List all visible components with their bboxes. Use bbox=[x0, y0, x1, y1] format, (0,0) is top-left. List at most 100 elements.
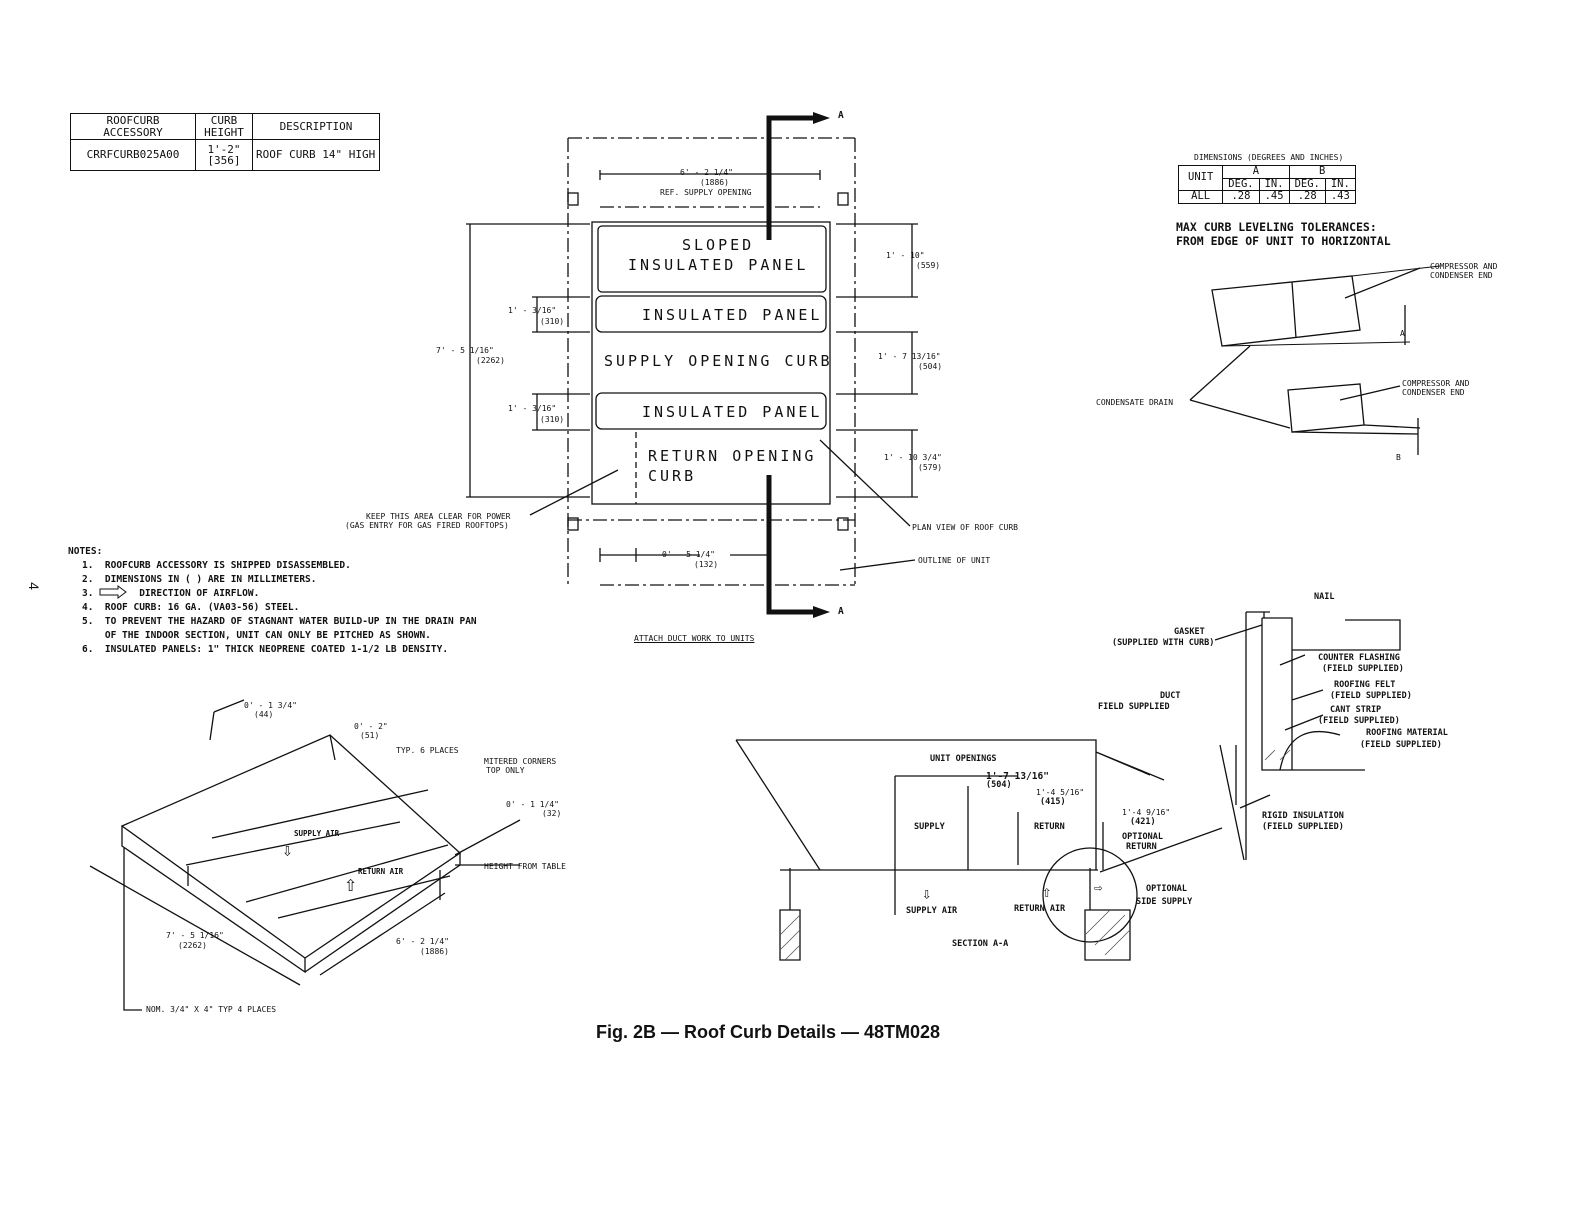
det-felt-2: (FIELD SUPPLIED) bbox=[1330, 691, 1412, 701]
dim-left-total-1: 7' - 5 1/16" bbox=[436, 346, 494, 355]
tol-sub-deg-b: DEG. bbox=[1288, 177, 1326, 192]
iso-d3b: (32) bbox=[542, 809, 562, 818]
dim-left-p1-2: (310) bbox=[540, 317, 565, 326]
sec-d3a: 1'-4 9/16" bbox=[1122, 808, 1171, 817]
tol-row-a-deg: .28 bbox=[1222, 190, 1260, 204]
det-cant-2: (FIELD SUPPLIED) bbox=[1318, 716, 1400, 726]
tol-row-unit: ALL bbox=[1177, 190, 1224, 204]
dim-right-2b: (504) bbox=[918, 362, 943, 371]
plan-view-label: PLAN VIEW OF ROOF CURB bbox=[912, 523, 1018, 532]
dim-left-p2-1: 1' - 3/16" bbox=[508, 404, 557, 413]
panel-insulated-1: INSULATED PANEL bbox=[642, 306, 823, 324]
iso-return-air: RETURN AIR bbox=[358, 867, 404, 876]
det-roofing-2: (FIELD SUPPLIED) bbox=[1360, 740, 1442, 750]
note-6: 6. INSULATED PANELS: 1" THICK NEOPRENE C… bbox=[82, 644, 449, 655]
sec-d1b: (504) bbox=[986, 780, 1012, 790]
panel-sloped-insulated: INSULATED PANEL bbox=[628, 256, 809, 274]
notes: NOTES: 1. ROOFCURB ACCESSORY IS SHIPPED … bbox=[68, 545, 477, 657]
note-3: 3. DIRECTION OF AIRFLOW. bbox=[82, 588, 260, 599]
iso-typ: TYP. 6 PLACES bbox=[396, 746, 459, 755]
tol-a-label: A bbox=[1400, 329, 1405, 338]
tol-sub-in-b: IN. bbox=[1324, 177, 1356, 192]
iso-d4a: 7' - 5 1/16" bbox=[166, 931, 224, 940]
note-4: 4. ROOF CURB: 16 GA. (VA03-56) STEEL. bbox=[82, 602, 300, 613]
det-counter-1: COUNTER FLASHING bbox=[1318, 653, 1400, 663]
section-marker-bottom: A bbox=[838, 606, 844, 617]
iso-height: HEIGHT FROM TABLE bbox=[484, 862, 566, 871]
tol-b-label: B bbox=[1396, 453, 1401, 462]
sec-d1a: 1'-7 13/16" bbox=[986, 771, 1049, 782]
note-5b: OF THE INDOOR SECTION, UNIT CAN ONLY BE … bbox=[82, 630, 431, 641]
panel-return-curb: CURB bbox=[648, 467, 697, 485]
comp-label-2b: CONDENSER END bbox=[1402, 388, 1465, 397]
drain-label: CONDENSATE DRAIN bbox=[1096, 398, 1174, 407]
sec-title: SECTION A-A bbox=[952, 939, 1009, 949]
dim-right-3b: (579) bbox=[918, 463, 943, 472]
dim-right-3a: 1' - 10 3/4" bbox=[884, 453, 942, 462]
sec-return-air: RETURN AIR bbox=[1014, 904, 1066, 914]
note-2: 2. DIMENSIONS IN ( ) ARE IN MILLIMETERS. bbox=[82, 574, 317, 585]
tol-row-a-in: .45 bbox=[1258, 190, 1290, 204]
iso-mitered-1: MITERED CORNERS bbox=[484, 757, 557, 766]
iso-nom: NOM. 3/4" X 4" TYP 4 PLACES bbox=[146, 1005, 277, 1014]
det-cant-1: CANT STRIP bbox=[1330, 705, 1382, 715]
dim-bottom-2: (132) bbox=[694, 560, 719, 569]
tolerance-table: UNIT A B DEG. IN. DEG. IN. ALL .28 .45 .… bbox=[1177, 164, 1356, 204]
sec-opt-return-1: OPTIONAL bbox=[1122, 832, 1163, 842]
sec-supply-air: SUPPLY AIR bbox=[906, 906, 958, 916]
tol-sub-deg-a: DEG. bbox=[1222, 177, 1260, 192]
det-duct-1: DUCT bbox=[1160, 691, 1181, 701]
iso-d1a: 0' - 1 3/4" bbox=[244, 701, 297, 710]
iso-d2b: (51) bbox=[360, 731, 380, 740]
dim-right-1b: (559) bbox=[916, 261, 941, 270]
notes-heading: NOTES: bbox=[68, 546, 103, 557]
det-duct-2: FIELD SUPPLIED bbox=[1098, 702, 1170, 712]
acc-cell-height: 1'-2" [356] bbox=[195, 139, 253, 172]
iso-d2a: 0' - 2" bbox=[354, 722, 388, 731]
tolerance-caption: DIMENSIONS (DEGREES AND INCHES) bbox=[1194, 153, 1344, 162]
sec-side-arrow-icon: ⇨ bbox=[1094, 880, 1103, 896]
acc-header-accessory: ROOFCURB ACCESSORY bbox=[70, 112, 196, 141]
dim-top-2: (1886) bbox=[700, 178, 729, 187]
iso-d3a: 0' - 1 1/4" bbox=[506, 800, 559, 809]
iso-d1b: (44) bbox=[254, 710, 274, 719]
outline-label: OUTLINE OF UNIT bbox=[918, 556, 991, 565]
iso-supply-arrow-icon: ⇩ bbox=[282, 840, 293, 861]
sec-opt-side-2: SIDE SUPPLY bbox=[1136, 897, 1193, 907]
iso-d5a: 6' - 2 1/4" bbox=[396, 937, 449, 946]
sec-return: RETURN bbox=[1034, 822, 1065, 832]
det-gasket-1: GASKET bbox=[1174, 627, 1205, 637]
det-gasket-2: (SUPPLIED WITH CURB) bbox=[1112, 638, 1215, 648]
sec-d3b: (421) bbox=[1130, 817, 1156, 827]
comp-label-1b: CONDENSER END bbox=[1430, 271, 1493, 280]
panel-sloped: SLOPED bbox=[682, 236, 755, 254]
panel-insulated-2: INSULATED PANEL bbox=[642, 403, 823, 421]
dim-right-1a: 1' - 10" bbox=[886, 251, 925, 260]
det-rigid-1: RIGID INSULATION bbox=[1262, 811, 1344, 821]
tolerance-title-2: FROM EDGE OF UNIT TO HORIZONTAL bbox=[1176, 234, 1391, 248]
det-rigid-2: (FIELD SUPPLIED) bbox=[1262, 822, 1344, 832]
iso-mitered-2: TOP ONLY bbox=[486, 766, 525, 775]
acc-cell-part: CRRFCURB025A00 bbox=[70, 139, 196, 172]
sec-d2a: 1'-4 5/16" bbox=[1036, 788, 1085, 797]
acc-header-description: DESCRIPTION bbox=[252, 112, 380, 141]
dim-right-2a: 1' - 7 13/16" bbox=[878, 352, 941, 361]
keep-clear-1: KEEP THIS AREA CLEAR FOR POWER bbox=[366, 512, 511, 521]
det-counter-2: (FIELD SUPPLIED) bbox=[1322, 664, 1404, 674]
tol-a-header: A bbox=[1222, 165, 1290, 179]
iso-supply-air: SUPPLY AIR bbox=[294, 829, 340, 838]
comp-label-2a: COMPRESSOR AND bbox=[1402, 379, 1470, 388]
note-5: 5. TO PREVENT THE HAZARD OF STAGNANT WAT… bbox=[82, 616, 477, 627]
sec-supply-arrow-icon: ⇩ bbox=[922, 884, 932, 903]
keep-clear-2: (GAS ENTRY FOR GAS FIRED ROOFTOPS) bbox=[345, 521, 509, 530]
sec-unit-openings: UNIT OPENINGS bbox=[930, 754, 997, 764]
attach-label: ATTACH DUCT WORK TO UNITS bbox=[634, 634, 755, 643]
dim-left-p2-2: (310) bbox=[540, 415, 565, 424]
dim-top-3: REF. SUPPLY OPENING bbox=[660, 188, 752, 197]
panel-return-opening: RETURN OPENING bbox=[648, 447, 817, 465]
tol-unit-header: UNIT bbox=[1177, 164, 1224, 192]
comp-label-1a: COMPRESSOR AND bbox=[1430, 262, 1498, 271]
det-nail: NAIL bbox=[1314, 592, 1335, 602]
sec-opt-return-2: RETURN bbox=[1126, 842, 1157, 852]
